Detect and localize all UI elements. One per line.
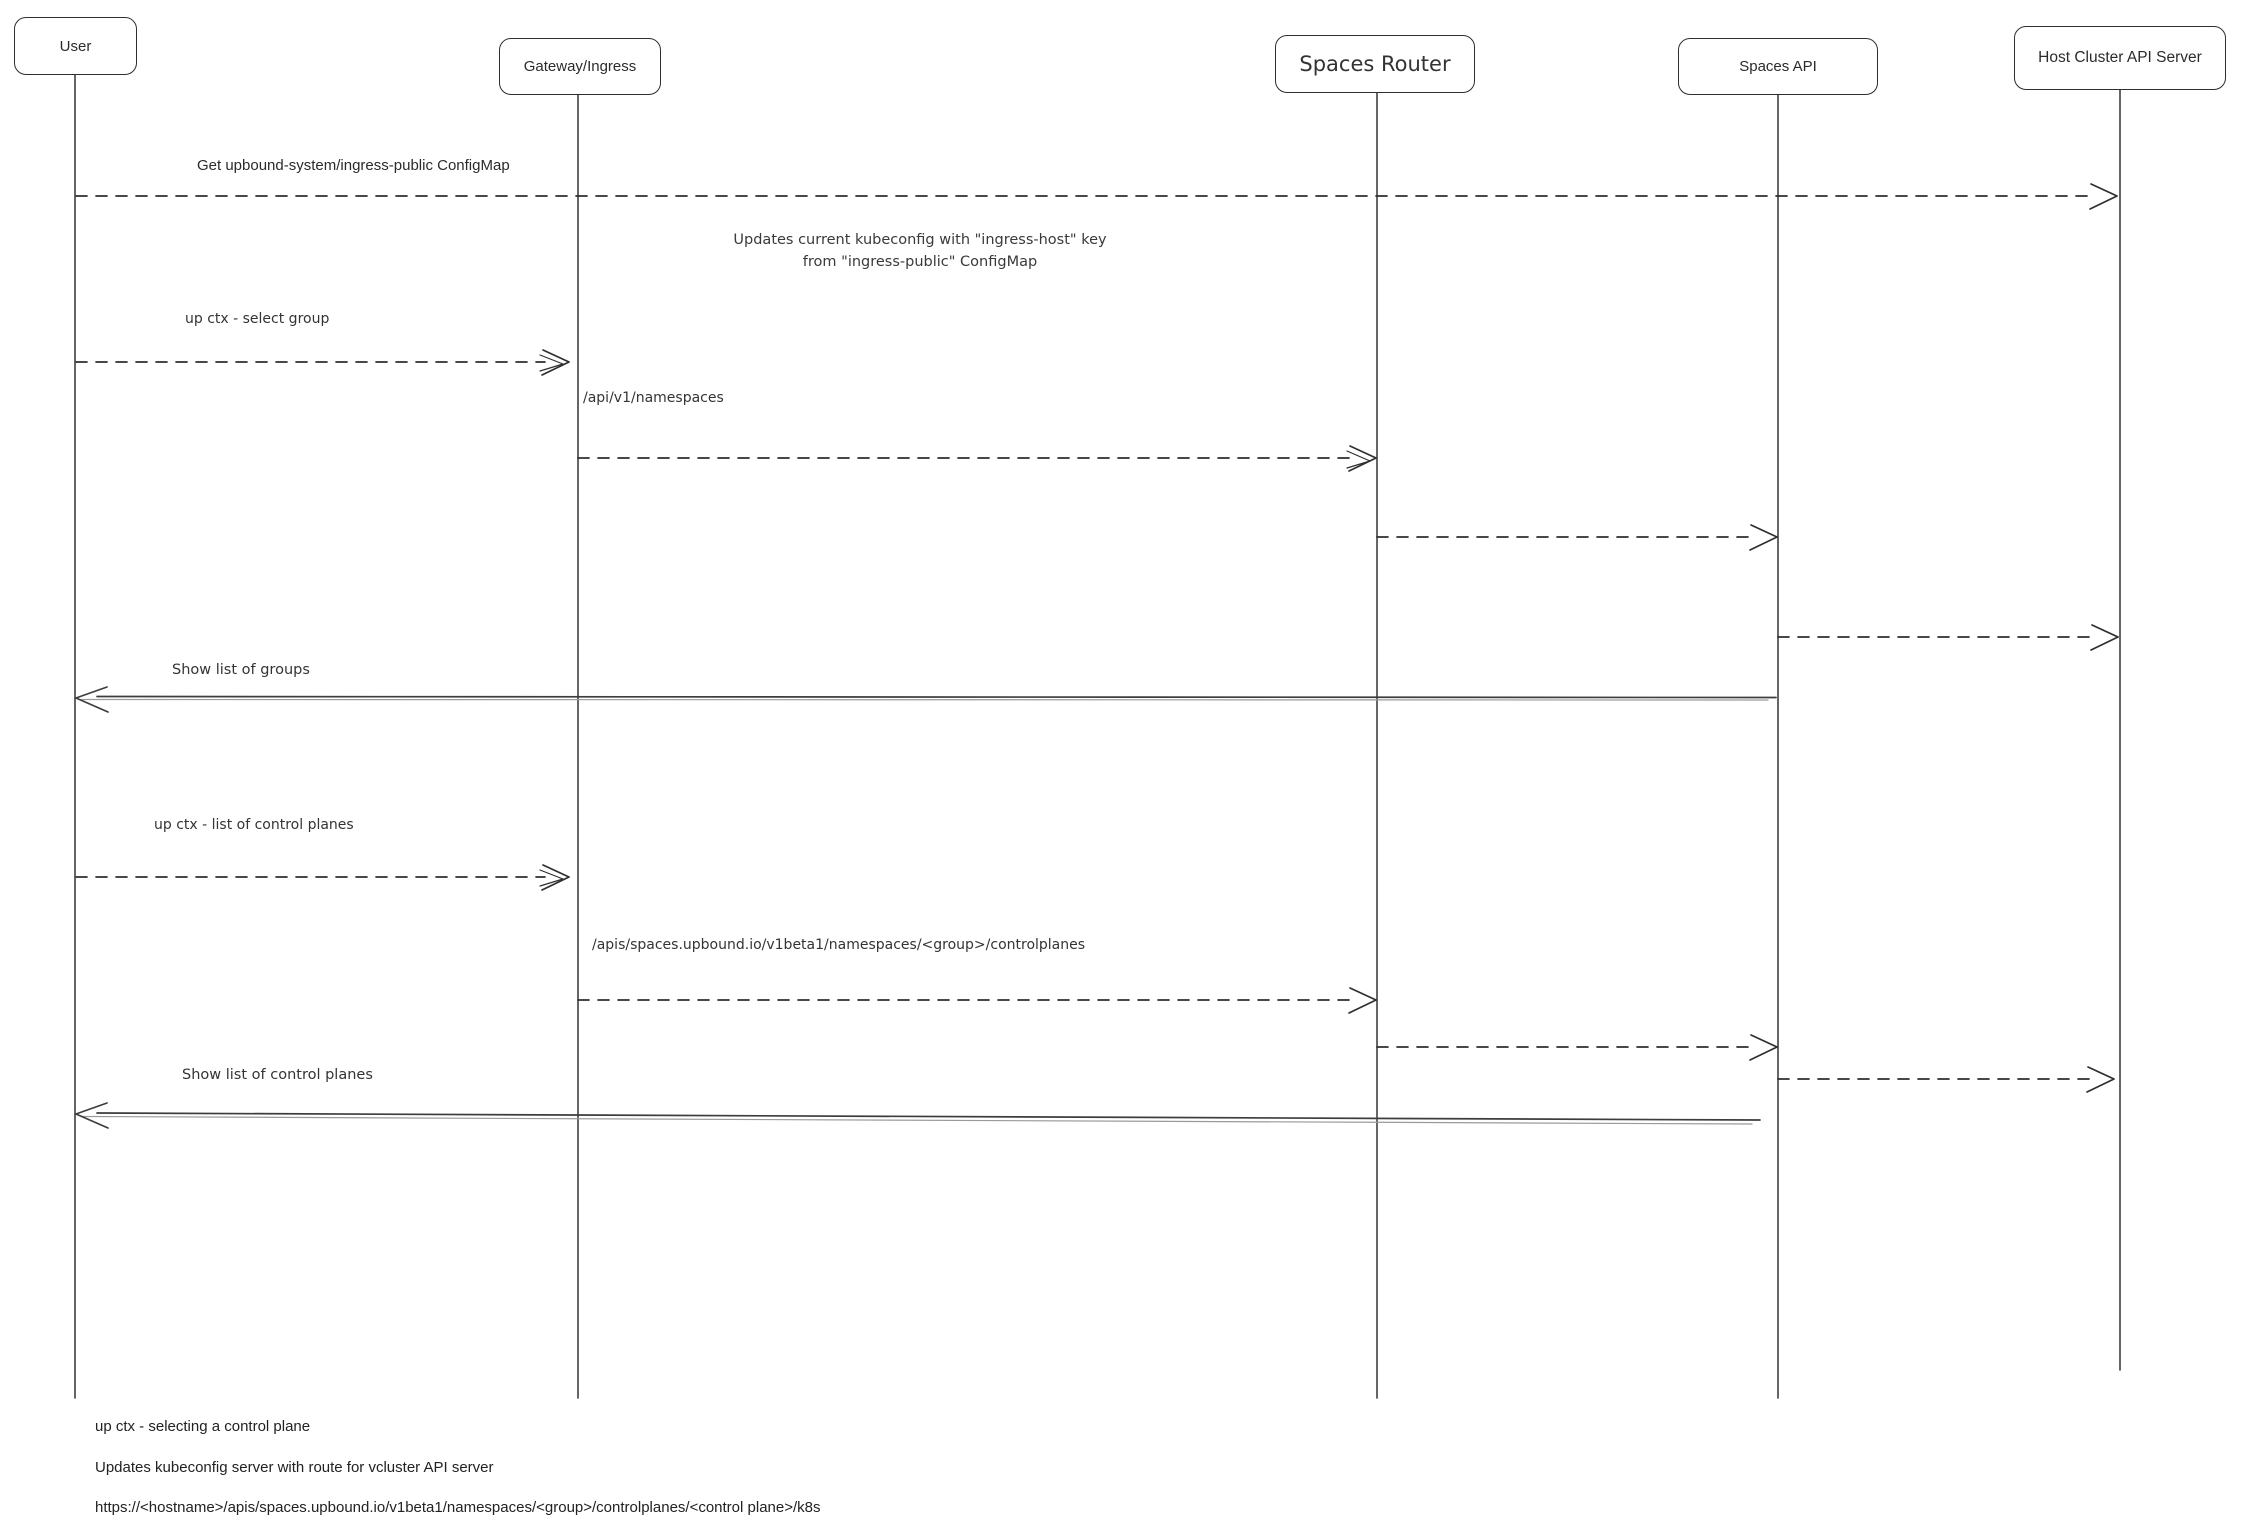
- message-label-8: /apis/spaces.upbound.io/v1beta1/namespac…: [592, 937, 1086, 953]
- arrowhead-right-icon: [2089, 183, 2118, 210]
- arrowhead-right-icon: [1749, 1034, 1778, 1061]
- message-arrow-2: [75, 349, 570, 376]
- message-arrow-6: [75, 686, 1777, 713]
- actor-label-spaces-router: Spaces Router: [1299, 52, 1451, 76]
- arrowhead-left-icon: [75, 686, 109, 713]
- actor-box-gateway: Gateway/Ingress: [499, 38, 661, 95]
- arrowhead-right-icon: [2090, 624, 2119, 651]
- message-label-11: Show list of control planes: [182, 1067, 373, 1083]
- actor-box-spaces-router: Spaces Router: [1275, 35, 1475, 93]
- footnote-1: up ctx - selecting a control plane: [95, 1418, 311, 1435]
- message-label-7: up ctx - list of control planes: [154, 817, 354, 833]
- footnote-3: https://<hostname>/apis/spaces.upbound.i…: [95, 1499, 821, 1516]
- message-arrow-4: [1376, 524, 1778, 551]
- arrowhead-right-icon: [1348, 987, 1377, 1014]
- arrowhead-right-icon: [1348, 445, 1377, 472]
- arrow-line: [96, 1112, 1761, 1121]
- message-label-3: /api/v1/namespaces: [583, 390, 724, 406]
- message-arrow-7: [75, 864, 570, 891]
- actor-box-spaces-api: Spaces API: [1678, 38, 1878, 95]
- message-label-6: Show list of groups: [172, 662, 310, 678]
- message-arrow-1: [75, 183, 2118, 210]
- arrowhead-right-icon: [541, 864, 570, 891]
- arrowhead-right-icon: [541, 349, 570, 376]
- actor-label-host-cluster: Host Cluster API Server: [2038, 49, 2202, 66]
- message-arrow-11: [75, 1102, 1761, 1129]
- arrowhead-right-icon: [539, 869, 564, 887]
- arrow-line: [81, 698, 1769, 701]
- arrowhead-right-icon: [1346, 450, 1371, 469]
- note-line-2: from "ingress-public" ConfigMap: [802, 254, 1038, 270]
- note-line-1: Updates current kubeconfig with "ingress…: [733, 232, 1107, 248]
- message-arrow-10: [1777, 1066, 2115, 1093]
- note-text: Updates current kubeconfig with "ingress…: [708, 229, 1132, 273]
- arrow-line: [81, 1115, 1753, 1125]
- actor-label-user: User: [59, 37, 92, 55]
- arrow-line: [96, 695, 1777, 699]
- actor-label-spaces-api: Spaces API: [1739, 58, 1817, 75]
- arrowhead-right-icon: [1749, 524, 1778, 551]
- arrowhead-right-icon: [539, 354, 564, 372]
- actor-box-user: User: [14, 17, 137, 75]
- arrowhead-left-icon: [75, 1102, 109, 1129]
- arrowhead-right-icon: [2086, 1066, 2115, 1093]
- message-arrow-9: [1376, 1034, 1778, 1061]
- message-arrow-3: [577, 445, 1377, 472]
- actor-box-host-cluster: Host Cluster API Server: [2014, 26, 2226, 90]
- message-label-2: up ctx - select group: [185, 311, 330, 327]
- message-arrow-8: [577, 987, 1377, 1014]
- message-arrow-5: [1777, 624, 2119, 651]
- actor-label-gateway: Gateway/Ingress: [523, 58, 637, 75]
- message-label-1: Get upbound-system/ingress-public Config…: [197, 157, 510, 174]
- footnote-2: Updates kubeconfig server with route for…: [95, 1459, 494, 1476]
